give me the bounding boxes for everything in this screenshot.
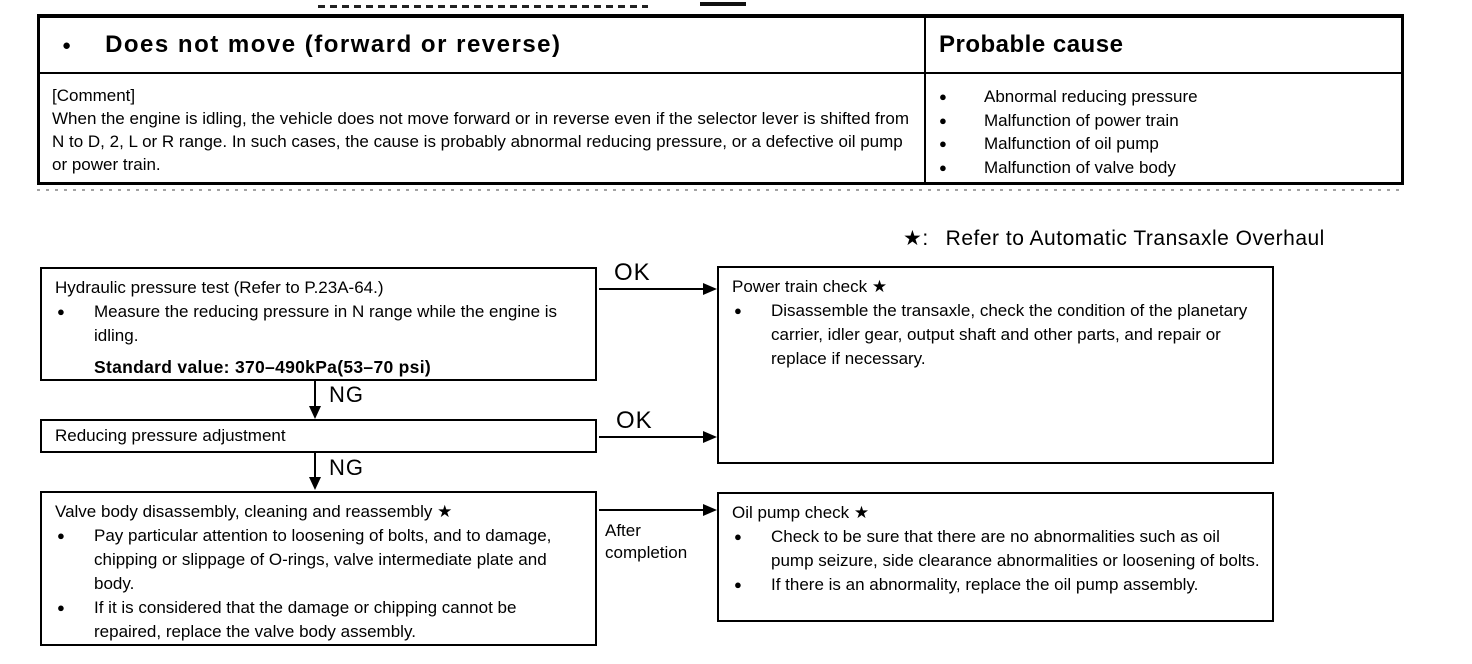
flow-box-valve-body-disassembly: Valve body disassembly, cleaning and rea…	[40, 491, 597, 646]
scan-artifact-top-mark	[700, 2, 746, 6]
flow-box-oil-pump-check: Oil pump check ★ ● Check to be sure that…	[717, 492, 1274, 622]
symptom-table: ● Does not move (forward or reverse) Pro…	[37, 14, 1404, 185]
box-bullet-text: Disassemble the transaxle, check the con…	[771, 301, 1248, 368]
box-bullet-text: Check to be sure that there are no abnor…	[771, 527, 1260, 570]
box-bullet-row: ● Measure the reducing pressure in N ran…	[42, 300, 595, 348]
cause-text: Malfunction of power train	[984, 110, 1179, 130]
box-title: Oil pump check ★	[732, 503, 870, 522]
bullet-icon: ●	[939, 112, 947, 128]
arrowhead-right-icon	[703, 283, 717, 295]
bullet-icon: ●	[939, 136, 947, 151]
box-bullet-text: Measure the reducing pressure in N range…	[94, 302, 558, 345]
cause-text: Abnormal reducing pressure	[984, 87, 1198, 106]
bullet-icon: ●	[57, 528, 65, 543]
probable-cause-list: ● Abnormal reducing pressure ● Malfuncti…	[926, 74, 1401, 182]
connector-after-completion-line	[599, 509, 705, 511]
probable-cause-header-cell: Probable cause	[926, 18, 1401, 74]
star-note-text: Refer to Automatic Transaxle Overhaul	[945, 227, 1325, 250]
bullet-icon: ●	[734, 303, 742, 318]
connector-ok-1-line	[599, 288, 705, 290]
box-bullet-text: Pay particular attention to loosening of…	[94, 526, 552, 593]
comment-label: [Comment]	[52, 86, 136, 105]
connector-label-ng-2: NG	[329, 455, 364, 480]
cause-item: ● Malfunction of valve body	[926, 156, 1401, 180]
arrowhead-right-icon	[703, 431, 717, 443]
bullet-icon: ●	[57, 304, 65, 319]
connector-label-ok-2: OK	[616, 407, 653, 434]
connector-ng-2-line	[314, 453, 316, 479]
box-title: Power train check ★	[732, 277, 888, 296]
comment-cell: [Comment] When the engine is idling, the…	[40, 74, 926, 182]
bullet-icon: ●	[734, 529, 742, 544]
box-bullet-text: If it is considered that the damage or c…	[94, 598, 517, 641]
bullet-icon: ●	[939, 159, 947, 175]
scan-artifact-table-underline	[37, 189, 1404, 191]
box-bullet-row: ● If there is an abnormality, replace th…	[719, 573, 1272, 597]
comment-text: When the engine is idling, the vehicle d…	[52, 109, 910, 174]
arrowhead-right-icon	[703, 504, 717, 516]
box-title: Hydraulic pressure test (Refer to P.23A-…	[55, 278, 384, 297]
cause-item: ● Malfunction of oil pump	[926, 132, 1401, 156]
scan-artifact-top-dashes	[318, 5, 648, 8]
connector-ng-1-line	[314, 381, 316, 408]
star-icon: ★:	[903, 227, 929, 250]
bullet-icon: ●	[62, 36, 72, 54]
star-note: ★: Refer to Automatic Transaxle Overhaul	[903, 226, 1325, 251]
box-bullet-row: ● If it is considered that the damage or…	[42, 596, 595, 644]
cause-text: Malfunction of valve body	[984, 157, 1176, 177]
box-bullet-row: ● Pay particular attention to loosening …	[42, 524, 595, 596]
cause-item: ● Abnormal reducing pressure	[926, 85, 1401, 109]
box-bullet-row: ● Disassemble the transaxle, check the c…	[719, 299, 1272, 371]
box-bullet-row: ● Check to be sure that there are no abn…	[719, 525, 1272, 573]
connector-label-after-completion: After completion	[605, 521, 688, 562]
arrowhead-down-icon	[309, 477, 321, 490]
bullet-icon: ●	[734, 577, 742, 592]
flow-box-hydraulic-pressure-test: Hydraulic pressure test (Refer to P.23A-…	[40, 267, 597, 381]
box-title: Valve body disassembly, cleaning and rea…	[55, 502, 453, 521]
box-title: Reducing pressure adjustment	[55, 426, 286, 445]
probable-cause-title: Probable cause	[939, 31, 1124, 58]
connector-label-ng-1: NG	[329, 382, 364, 407]
arrowhead-down-icon	[309, 406, 321, 419]
flow-box-power-train-check: Power train check ★ ● Disassemble the tr…	[717, 266, 1274, 464]
symptom-title: Does not move (forward or reverse)	[105, 31, 562, 58]
standard-value: Standard value: 370–490kPa(53–70 psi)	[94, 357, 431, 377]
connector-label-ok-1: OK	[614, 259, 651, 286]
connector-ok-2-line	[599, 436, 705, 438]
cause-text: Malfunction of oil pump	[984, 134, 1159, 153]
bullet-icon: ●	[939, 89, 947, 104]
bullet-icon: ●	[57, 600, 65, 615]
cause-item: ● Malfunction of power train	[926, 109, 1401, 133]
symptom-header-cell: ● Does not move (forward or reverse)	[40, 18, 926, 74]
box-bullet-text: If there is an abnormality, replace the …	[771, 575, 1199, 594]
flow-box-reducing-pressure-adjustment: Reducing pressure adjustment	[40, 419, 597, 453]
